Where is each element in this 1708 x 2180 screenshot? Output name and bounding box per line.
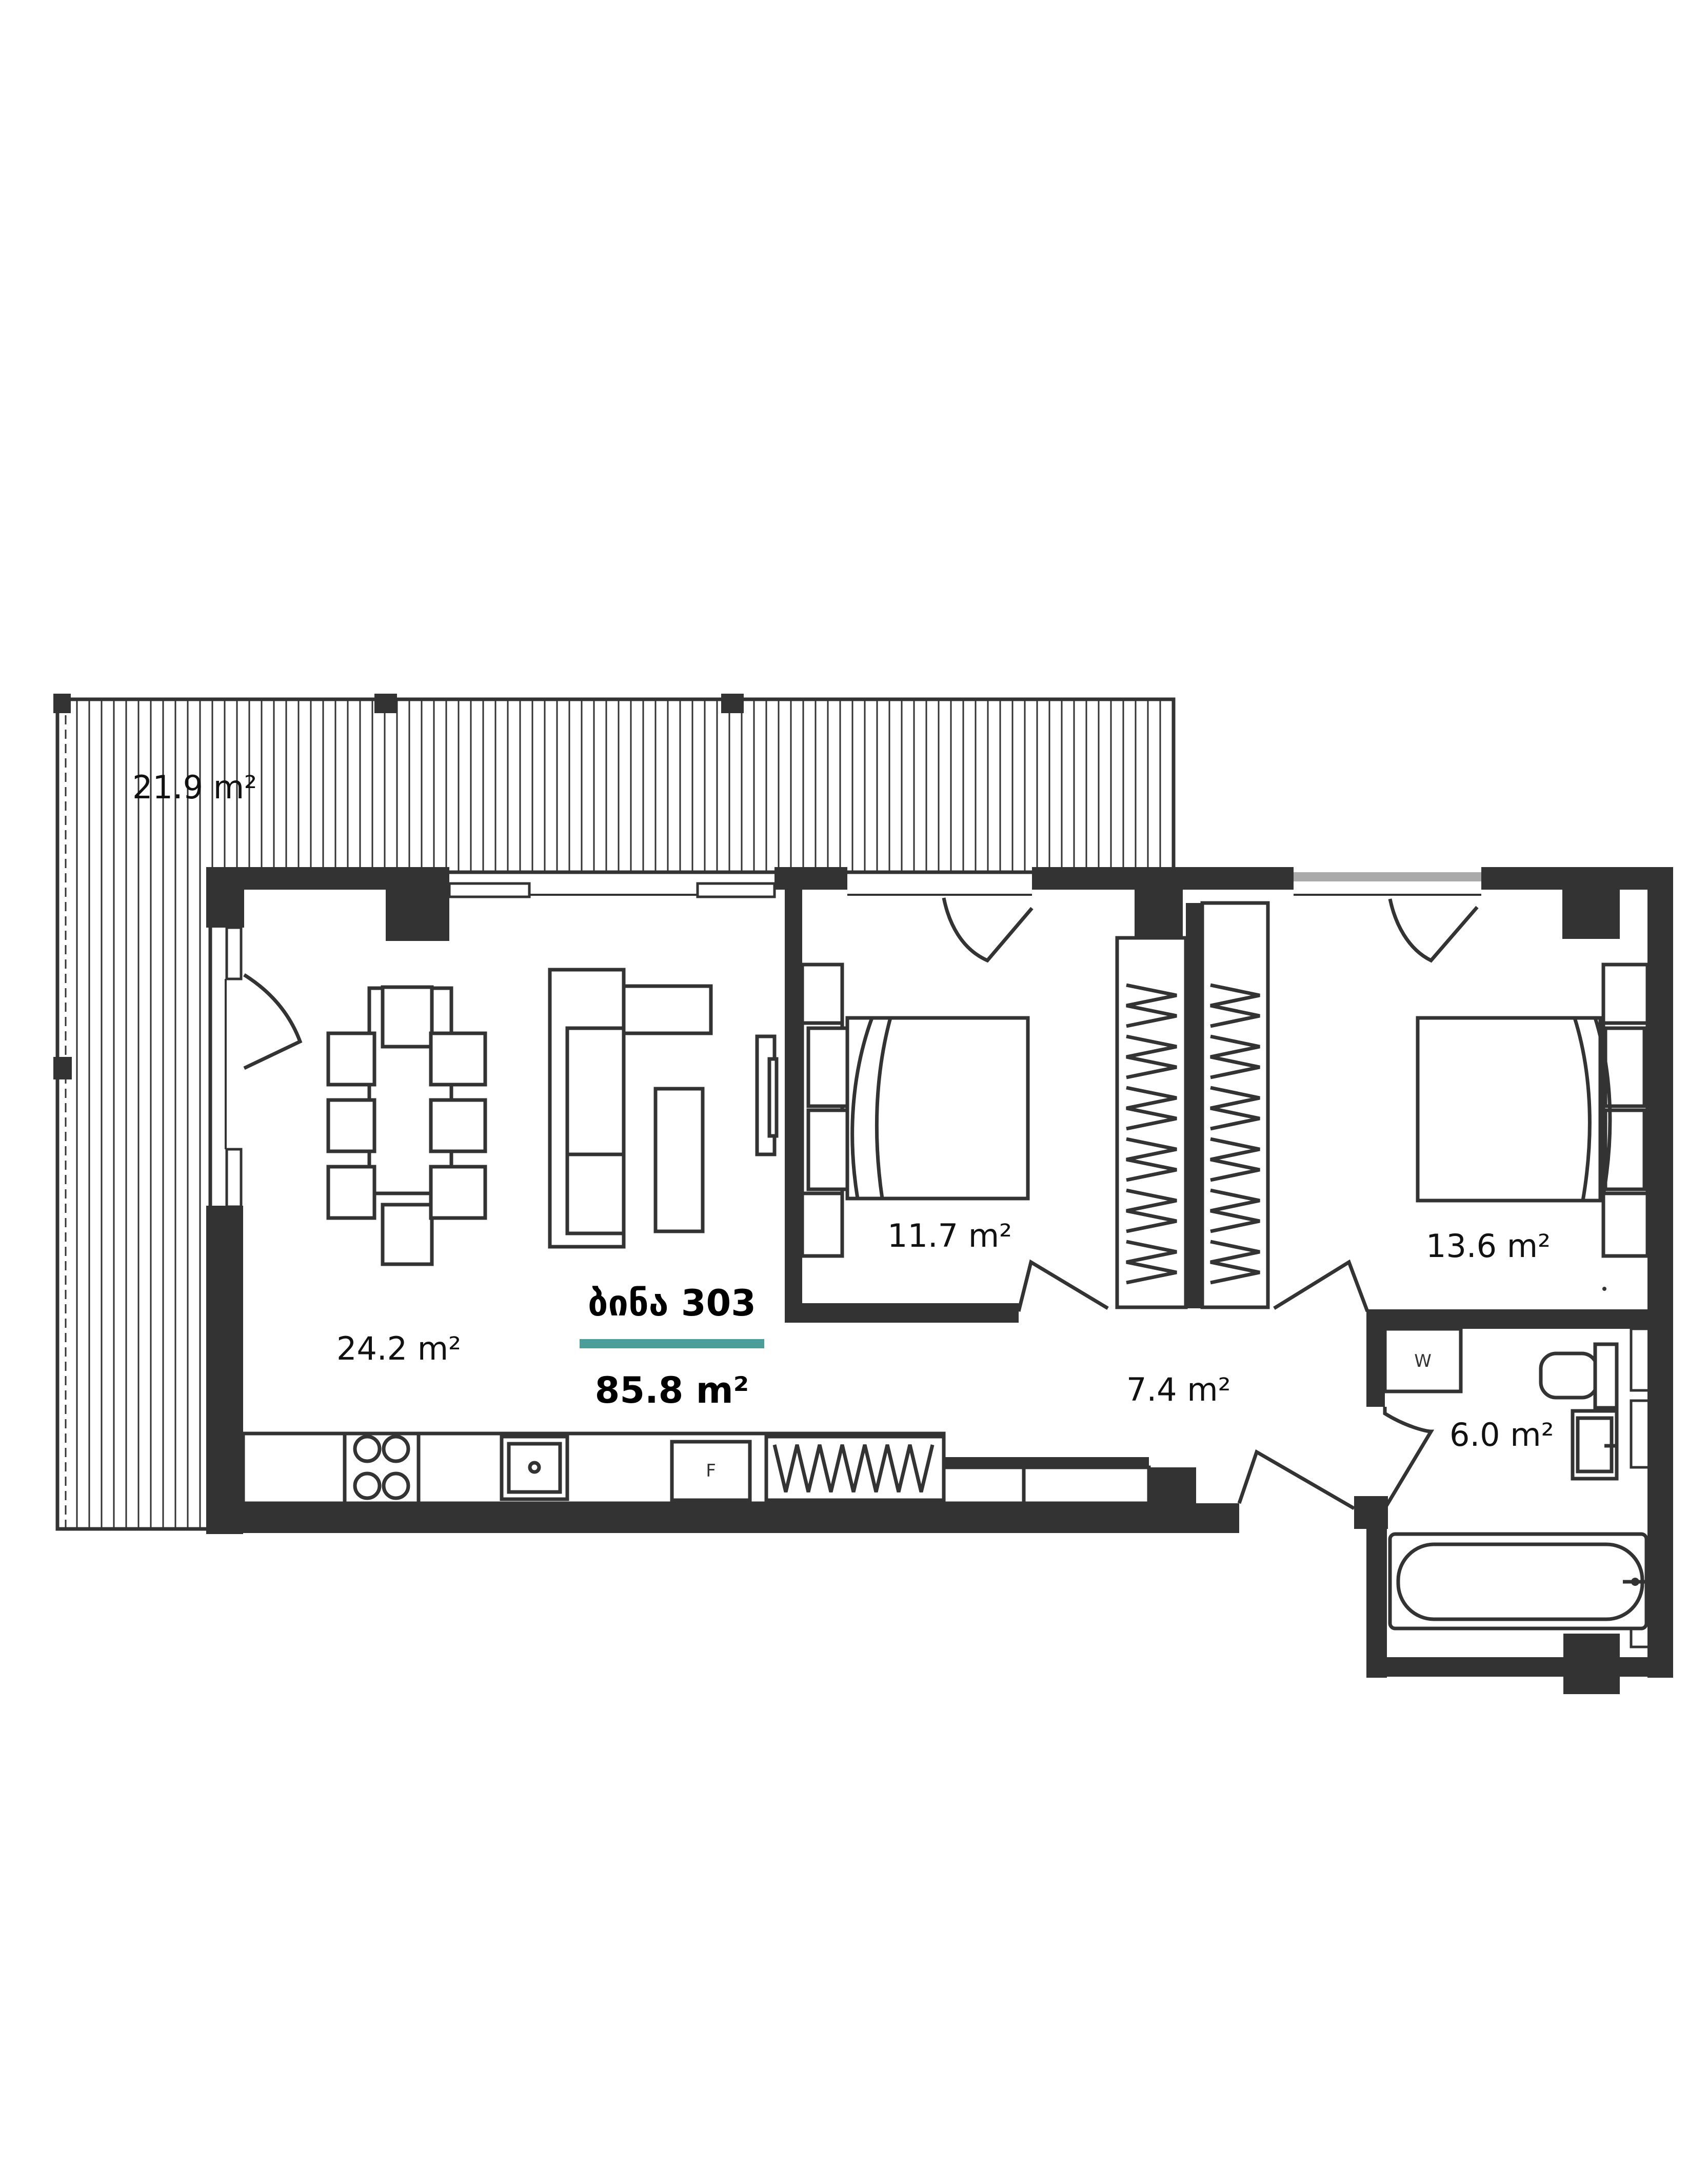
bedroom-1-furniture bbox=[800, 963, 1030, 1258]
doors bbox=[243, 897, 1479, 1510]
bathroom-fixtures: W bbox=[1383, 1327, 1649, 1631]
accent-divider bbox=[580, 1339, 764, 1348]
wardrobe-hanger-row bbox=[1210, 1034, 1260, 1079]
living-area-label: 24.2 m² bbox=[336, 1330, 461, 1367]
room-labels: 21.9 m² 24.2 m² 11.7 m² 13.6 m² 7.4 m² 6… bbox=[132, 769, 1554, 1454]
wardrobe-hanger-row bbox=[1126, 1240, 1177, 1285]
wardrobe-hanger-row bbox=[1210, 1137, 1260, 1182]
wardrobes bbox=[1115, 901, 1270, 1309]
hall-area-label: 7.4 m² bbox=[1126, 1371, 1231, 1408]
bedroom-2-area-label: 13.6 m² bbox=[1426, 1227, 1551, 1265]
wardrobe-hanger-row bbox=[1126, 1086, 1177, 1131]
washer-label: W bbox=[1414, 1351, 1432, 1371]
terrace bbox=[53, 694, 1176, 1531]
windows bbox=[225, 872, 1653, 1648]
bedroom-2-furniture bbox=[1416, 963, 1650, 1291]
bathroom-area-label: 6.0 m² bbox=[1449, 1416, 1554, 1454]
apartment-name: ბინა 303 bbox=[588, 1282, 756, 1324]
total-area: 85.8 m² bbox=[595, 1369, 749, 1411]
wardrobe-hanger-row bbox=[1126, 983, 1177, 1028]
fridge-label: F bbox=[706, 1461, 716, 1481]
bedroom-1-area-label: 11.7 m² bbox=[887, 1217, 1012, 1254]
wardrobe-hanger-row bbox=[1126, 1188, 1177, 1233]
walls bbox=[206, 867, 1673, 1694]
wardrobe-hanger-row bbox=[1210, 1086, 1260, 1131]
wardrobe-hanger-row bbox=[1126, 1034, 1177, 1079]
apartment-title-block: ბინა 303 85.8 m² bbox=[580, 1282, 764, 1411]
wardrobe-hanger-row bbox=[1126, 1137, 1177, 1182]
kitchen-counter: F bbox=[241, 1431, 1151, 1505]
dining-set bbox=[326, 985, 487, 1266]
wardrobe-hanger-row bbox=[1210, 1240, 1260, 1285]
sofa bbox=[548, 968, 779, 1249]
terrace-area-label: 21.9 m² bbox=[132, 769, 257, 806]
wardrobe-hanger-row bbox=[1210, 983, 1260, 1028]
wardrobe-hanger-row bbox=[1210, 1188, 1260, 1233]
kitchen-cabinet-pattern bbox=[772, 1444, 935, 1492]
